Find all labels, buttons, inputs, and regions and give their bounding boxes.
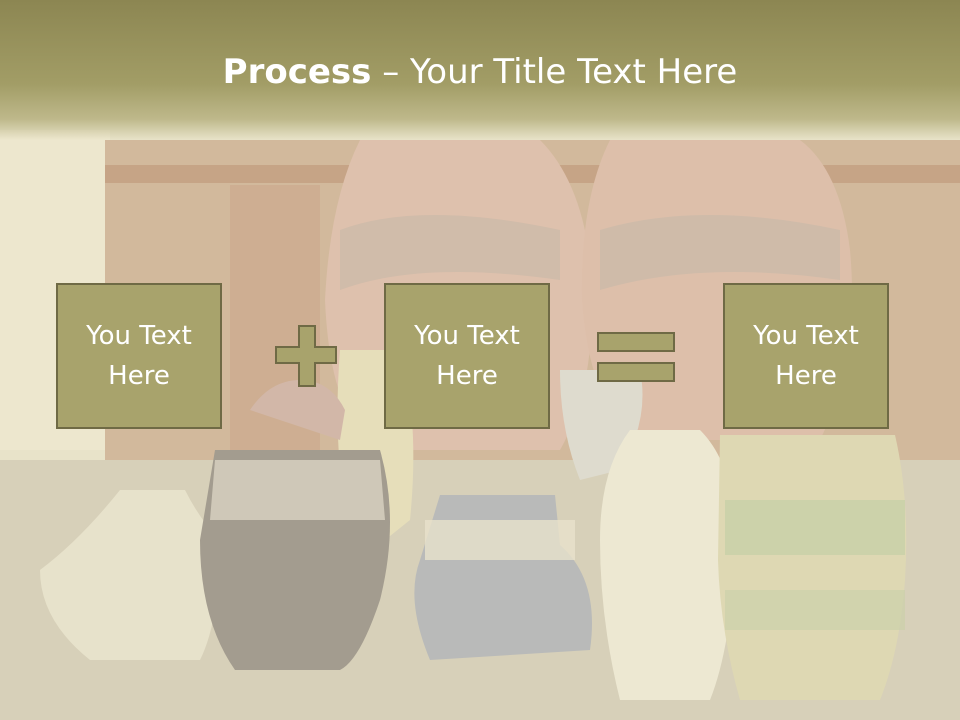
title-rest: Your Title Text Here <box>410 52 738 92</box>
process-box-2[interactable]: You Text Here <box>384 283 550 429</box>
title-bold: Process <box>222 52 372 92</box>
process-box-3-text: You Text Here <box>753 321 859 391</box>
title-band <box>0 0 960 140</box>
process-box-1-text: You Text Here <box>86 321 192 391</box>
process-box-1[interactable]: You Text Here <box>56 283 222 429</box>
process-box-3[interactable]: You Text Here <box>723 283 889 429</box>
title-dash: – <box>371 52 411 92</box>
slide-title: Process – Your Title Text Here <box>0 52 960 92</box>
process-box-2-text: You Text Here <box>414 321 520 391</box>
